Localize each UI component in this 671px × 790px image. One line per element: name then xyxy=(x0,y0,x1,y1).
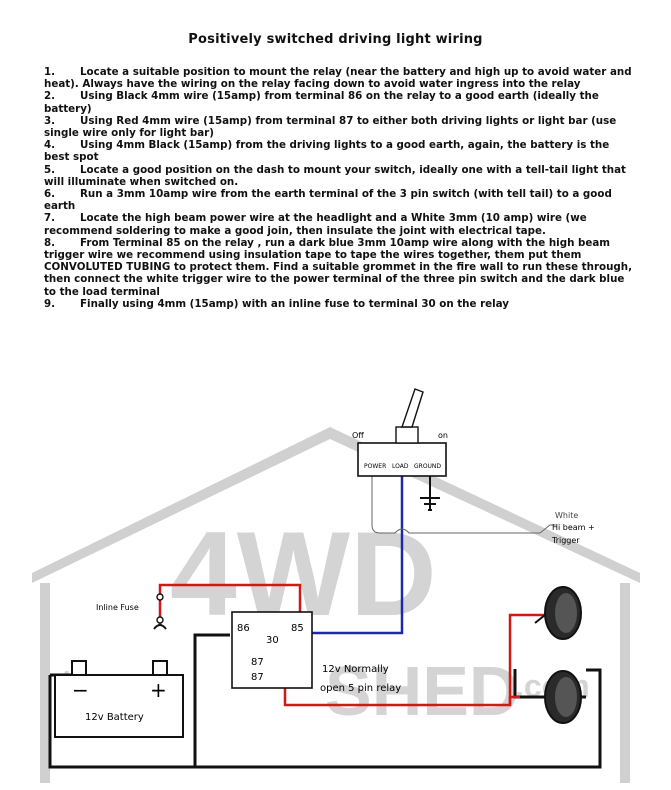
switch-bezel xyxy=(395,426,419,444)
fuse-to-30-wire xyxy=(158,583,302,637)
battery-neg-post xyxy=(71,660,87,676)
page-title: Positively switched driving light wiring xyxy=(188,32,483,47)
switch-off-label: Off xyxy=(352,431,364,440)
step-5: 5.Locate a good position on the dash to … xyxy=(44,163,626,188)
battery-pos-post xyxy=(152,660,168,676)
trigger-label-white: White xyxy=(555,511,578,520)
watermark-shed: SHED xyxy=(325,652,519,730)
watermark-wall-left xyxy=(40,583,50,783)
relay-terminal-87-top: 87 xyxy=(251,657,264,668)
step-8: 8.From Terminal 85 on the relay , run a … xyxy=(44,236,633,298)
switch-lever xyxy=(401,388,424,428)
relay-terminal-85: 85 xyxy=(291,623,304,634)
watermark-wall-right xyxy=(620,583,630,783)
relay-terminal-30: 30 xyxy=(266,635,279,646)
battery-body xyxy=(54,674,184,738)
toggle-switch: Off on POWER LOAD GROUND xyxy=(352,388,448,477)
relay-label-line2: open 5 pin relay xyxy=(320,683,401,694)
step-2: 2.Using Black 4mm wire (15amp) from term… xyxy=(44,90,599,115)
step-1: 1.Locate a suitable position to mount th… xyxy=(44,66,632,91)
relay-terminal-86: 86 xyxy=(237,623,250,634)
step-7: 7.Locate the high beam power wire at the… xyxy=(44,212,587,237)
instruction-list: 1.Locate a suitable position to mount th… xyxy=(44,66,636,310)
switch-body xyxy=(357,442,447,477)
battery-label: 12v Battery xyxy=(85,712,144,723)
battery-plus-sign: + xyxy=(150,678,167,702)
fuse-label: Inline Fuse xyxy=(96,603,139,612)
wiring-diagram: 4WD the SHED .com Off on POWER LOAD GROU… xyxy=(32,388,640,783)
inline-fuse: Inline Fuse xyxy=(96,593,167,630)
white-trigger-wire xyxy=(371,475,556,534)
watermark-house xyxy=(32,427,640,783)
switch-on-label: on xyxy=(438,431,448,440)
ground-symbol xyxy=(420,497,440,511)
driving-light-bottom xyxy=(544,670,582,724)
step-9: 9.Finally using 4mm (15amp) with an inli… xyxy=(44,297,509,310)
relay-86-earth xyxy=(193,633,230,767)
switch-power-label: POWER xyxy=(364,463,386,470)
switch-ground-label: GROUND xyxy=(414,463,441,470)
switch-load-label: LOAD xyxy=(392,463,409,470)
relay-terminal-87-bottom: 87 xyxy=(251,672,264,683)
relay-body xyxy=(231,611,313,689)
step-4: 4.Using 4mm Black (15amp) from the drivi… xyxy=(44,139,610,164)
relay-label-line1: 12v Normally xyxy=(322,664,389,675)
light-2-feed xyxy=(508,695,520,705)
battery-minus-sign: − xyxy=(72,678,89,702)
trigger-label-hibeam: Hi beam + xyxy=(552,523,595,532)
blue-trigger-wire xyxy=(310,475,404,635)
step-6: 6.Run a 3mm 10amp wire from the earth te… xyxy=(44,188,612,213)
earth-wire-main xyxy=(48,668,602,769)
battery: − + 12v Battery xyxy=(54,660,184,738)
driving-light-top xyxy=(534,586,582,640)
step-3: 3.Using Red 4mm wire (15amp) from termin… xyxy=(44,114,617,140)
relay: 86 30 85 87 87 12v Normally open 5 pin r… xyxy=(231,611,401,694)
trigger-label-trigger: Trigger xyxy=(551,536,580,545)
